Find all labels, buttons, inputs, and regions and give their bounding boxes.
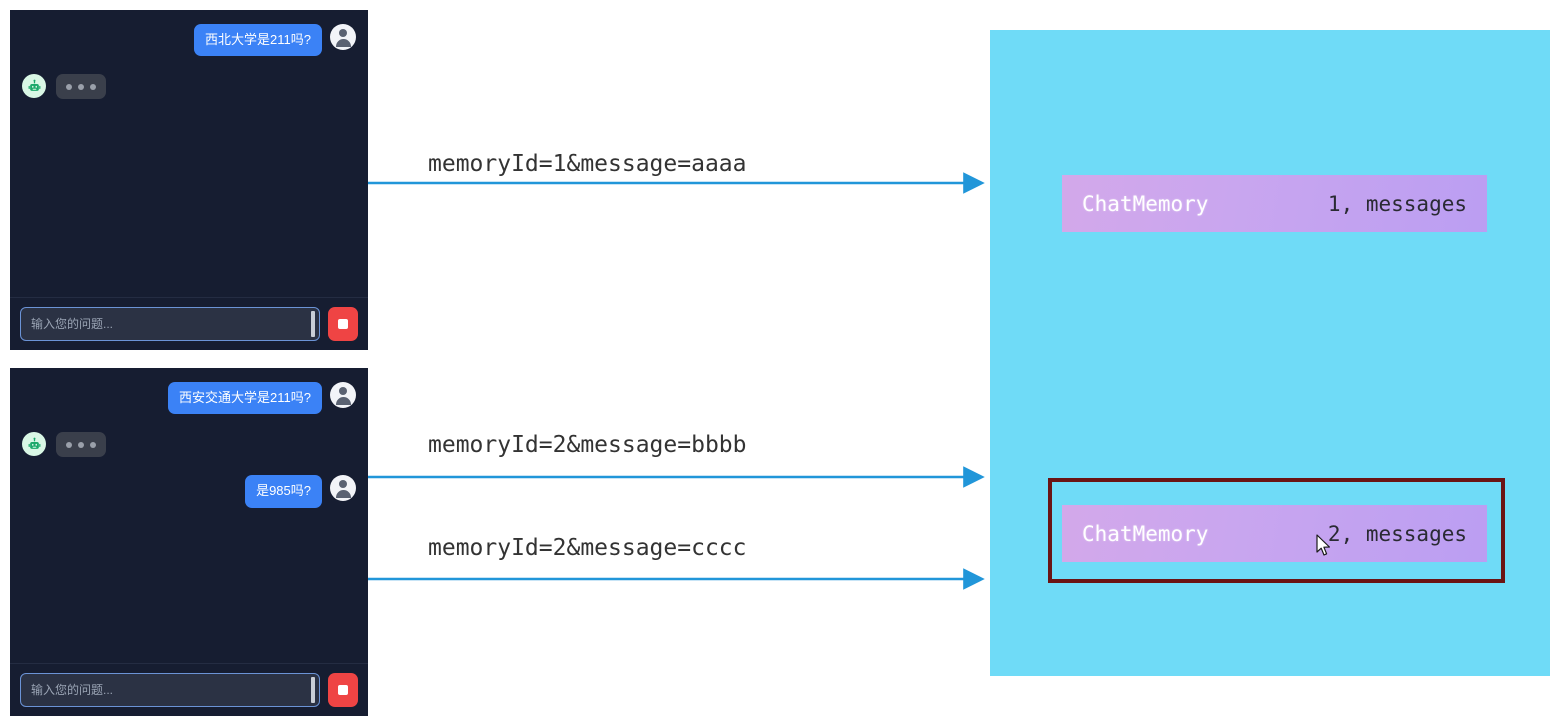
typing-indicator xyxy=(56,74,106,100)
chat-message-user: 是985吗? xyxy=(22,475,356,508)
chat-message-user: 西安交通大学是211吗? xyxy=(22,382,356,415)
chat-memory-card-detail: 2, messages xyxy=(1327,521,1467,546)
chat-window-memory-1: 西北大学是211吗? xyxy=(10,10,368,350)
chat-message-bot xyxy=(22,74,356,100)
arrow-label-memory-1: memoryId=1&message=aaaa xyxy=(428,151,747,177)
input-scrollbar-2[interactable] xyxy=(311,677,315,703)
user-avatar-icon xyxy=(330,475,356,502)
robot-avatar-icon xyxy=(22,74,46,99)
chat-window-memory-2: 西安交通大学是211吗? xyxy=(10,368,368,716)
typing-dot xyxy=(90,83,96,90)
typing-dot xyxy=(78,83,84,90)
user-message-bubble: 西北大学是211吗? xyxy=(194,24,322,57)
arrow-request-3 xyxy=(368,568,985,590)
chat-message-user: 西北大学是211吗? xyxy=(22,24,356,57)
stop-generation-button-1[interactable] xyxy=(328,307,358,341)
chat-memory-card-2[interactable]: ChatMemory 2, messages xyxy=(1062,505,1487,562)
arrow-request-1 xyxy=(368,172,985,194)
chat-message-bot xyxy=(22,432,356,458)
arrow-label-memory-2b: memoryId=2&message=cccc xyxy=(428,535,747,561)
input-scrollbar-1[interactable] xyxy=(311,311,315,337)
chat-input-bar-1 xyxy=(10,297,368,350)
user-message-bubble: 西安交通大学是211吗? xyxy=(168,382,322,415)
typing-indicator xyxy=(56,432,106,458)
chat-input-1[interactable] xyxy=(20,307,320,341)
typing-dot xyxy=(66,441,72,448)
chat-memory-store-panel: ChatMemory 1, messages ChatMemory 2, mes… xyxy=(990,30,1550,676)
chat-input-2[interactable] xyxy=(20,673,320,707)
user-avatar-icon xyxy=(330,24,356,50)
stop-square-icon xyxy=(338,319,348,329)
chat-memory-card-title: ChatMemory xyxy=(1082,521,1209,546)
typing-dot xyxy=(90,441,96,448)
user-message-bubble: 是985吗? xyxy=(245,475,322,508)
typing-dot xyxy=(66,83,72,90)
chat-input-wrapper-2 xyxy=(20,673,320,707)
chat-memory-card-1[interactable]: ChatMemory 1, messages xyxy=(1062,175,1487,232)
chat-memory-highlight-box xyxy=(1048,478,1505,583)
arrow-request-2 xyxy=(368,466,985,488)
typing-dot xyxy=(78,441,84,448)
arrow-label-memory-2a: memoryId=2&message=bbbb xyxy=(428,432,747,458)
chat-memory-card-title: ChatMemory xyxy=(1082,191,1209,216)
robot-avatar-icon xyxy=(22,432,46,457)
stop-square-icon xyxy=(338,685,348,695)
user-avatar-icon xyxy=(330,382,356,408)
chat-memory-card-detail: 1, messages xyxy=(1327,191,1467,216)
chat-message-list-2: 西安交通大学是211吗? xyxy=(10,368,368,663)
chat-message-list-1: 西北大学是211吗? xyxy=(10,10,368,297)
chat-input-wrapper-1 xyxy=(20,307,320,341)
chat-input-bar-2 xyxy=(10,663,368,716)
stop-generation-button-2[interactable] xyxy=(328,673,358,707)
